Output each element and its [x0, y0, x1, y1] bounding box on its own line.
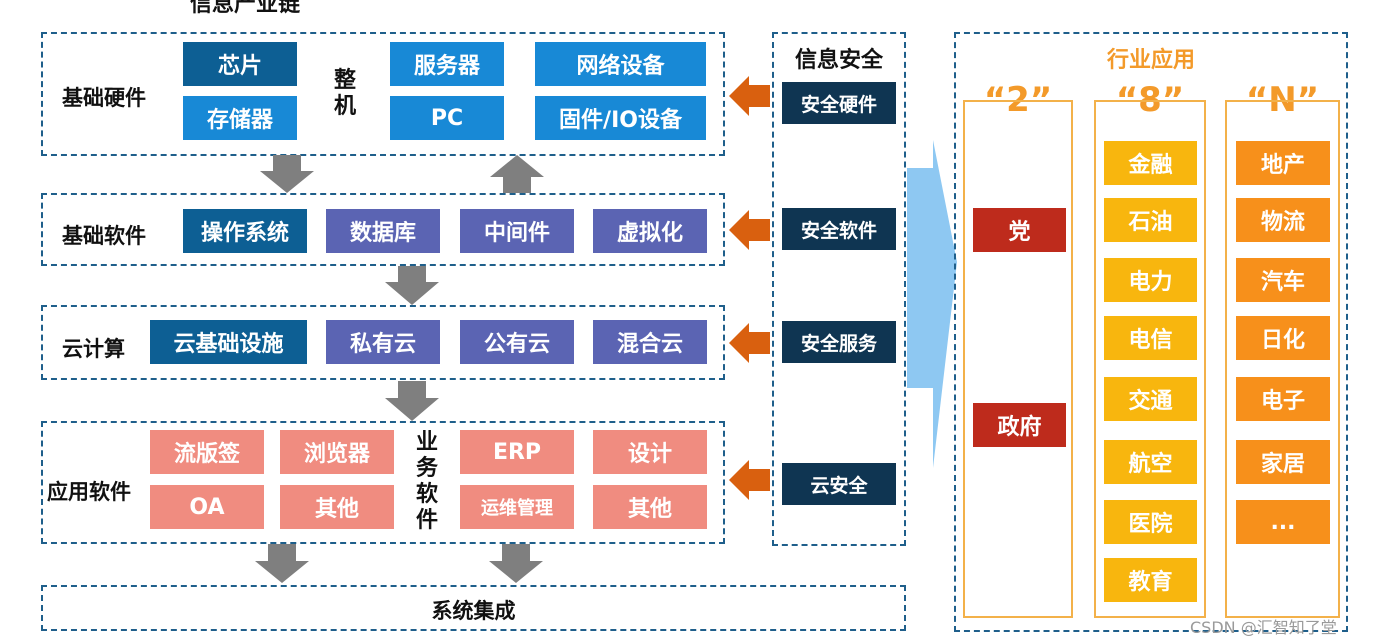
down-arrow-sw-cloud [385, 266, 439, 305]
network-device-box: 网络设备 [535, 42, 706, 86]
database-box: 数据库 [326, 209, 440, 253]
cloud-infra-box: 云基础设施 [150, 320, 307, 364]
design-box: 设计 [593, 430, 707, 474]
up-arrow-sw-hw [490, 155, 544, 193]
electronics-box: 电子 [1236, 377, 1330, 421]
apps-label: 应用软件 [47, 480, 131, 504]
business-software-label: 业务软件 [415, 430, 438, 533]
security-panel [772, 32, 906, 546]
power-box: 电力 [1104, 258, 1197, 302]
private-cloud-box: 私有云 [326, 320, 440, 364]
orange-arrow-software [729, 210, 770, 250]
security-title: 信息安全 [794, 48, 883, 73]
down-arrow-cloud-apps [385, 381, 439, 421]
more-box: ... [1236, 500, 1330, 544]
petroleum-box: 石油 [1104, 198, 1197, 242]
hospital-box: 医院 [1104, 500, 1197, 544]
education-box: 教育 [1104, 558, 1197, 602]
daily-chemical-box: 日化 [1236, 316, 1330, 360]
hybrid-cloud-box: 混合云 [593, 320, 707, 364]
down-arrow-apps-integration-1 [255, 544, 309, 583]
government-box: 政府 [973, 403, 1066, 447]
browser-box: 浏览器 [280, 430, 394, 474]
public-cloud-box: 公有云 [460, 320, 574, 364]
hardware-label: 基础硬件 [62, 86, 146, 110]
software-panel [41, 193, 725, 266]
logistics-box: 物流 [1236, 198, 1330, 242]
column-n-frame [1225, 100, 1340, 618]
top-title-fragment: 信息产业链 [190, 0, 301, 17]
telecom-box: 电信 [1104, 316, 1197, 360]
finance-box: 金融 [1104, 141, 1197, 185]
aviation-box: 航空 [1104, 440, 1197, 484]
oa-box: OA [150, 485, 264, 529]
flow-sign-box: 流版签 [150, 430, 264, 474]
integration-panel [41, 585, 906, 631]
down-arrow-hw-sw [260, 155, 314, 193]
pc-box: PC [390, 96, 504, 140]
server-box: 服务器 [390, 42, 504, 86]
apps-panel [41, 421, 725, 544]
other-app-box-2: 其他 [593, 485, 707, 529]
automotive-box: 汽车 [1236, 258, 1330, 302]
industry-panel [954, 32, 1348, 632]
security-service-box: 安全服务 [782, 321, 896, 363]
security-software-box: 安全软件 [782, 208, 896, 250]
chip-box: 芯片 [183, 42, 297, 86]
watermark: CSDN @汇智知了堂 [1190, 618, 1337, 637]
real-estate-box: 地产 [1236, 141, 1330, 185]
cloud-label: 云计算 [62, 337, 125, 361]
home-furnishing-box: 家居 [1236, 440, 1330, 484]
erp-box: ERP [460, 430, 574, 474]
orange-arrow-hardware [729, 76, 770, 116]
big-right-arrow [907, 140, 957, 468]
software-label: 基础软件 [62, 224, 146, 248]
middleware-box: 中间件 [460, 209, 574, 253]
integration-label: 系统集成 [431, 599, 516, 623]
hardware-panel [41, 32, 725, 156]
whole-machine-label: 整机 [333, 68, 356, 119]
security-hardware-box: 安全硬件 [782, 82, 896, 124]
other-app-box-1: 其他 [280, 485, 394, 529]
transport-box: 交通 [1104, 377, 1197, 421]
party-box: 党 [973, 208, 1066, 252]
column-8-frame [1094, 100, 1206, 618]
virtualization-box: 虚拟化 [593, 209, 707, 253]
cloud-panel [41, 305, 725, 380]
firmware-io-box: 固件/IO设备 [535, 96, 706, 140]
industry-title: 行业应用 [1106, 48, 1195, 73]
orange-arrow-apps [729, 460, 770, 500]
storage-box: 存储器 [183, 96, 297, 140]
ops-management-box: 运维管理 [460, 485, 574, 529]
column-2-frame [963, 100, 1073, 618]
down-arrow-apps-integration-2 [489, 544, 543, 583]
os-box: 操作系统 [183, 209, 307, 253]
cloud-security-box: 云安全 [782, 463, 896, 505]
orange-arrow-cloud [729, 323, 770, 363]
